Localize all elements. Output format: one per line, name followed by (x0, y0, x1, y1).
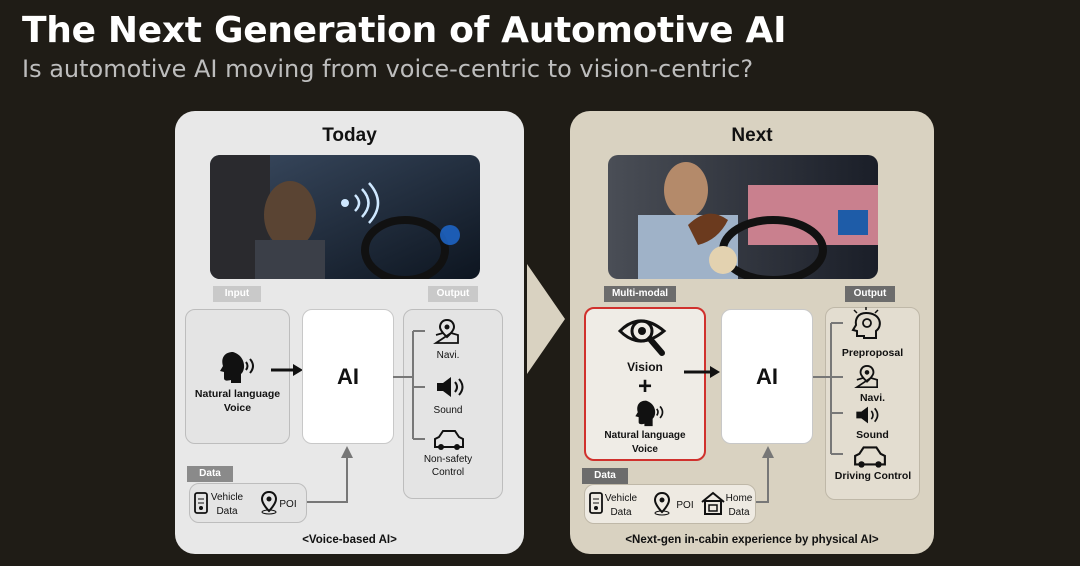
page-subtitle: Is automotive AI moving from voice-centr… (22, 55, 754, 83)
today-data-vehicle-1: Vehicle (210, 492, 244, 503)
next-output-driving-control: Driving Control (834, 470, 912, 482)
today-data-connector (307, 446, 353, 503)
poi-pin-icon (259, 491, 279, 515)
next-ai-box: AI (721, 309, 813, 444)
eye-magnifier-icon (618, 313, 674, 363)
next-plus: + (637, 373, 652, 400)
next-caption: <Next-gen in-cabin experience by physica… (625, 534, 879, 546)
idea-head-icon (850, 307, 888, 339)
chevron-right-icon (527, 264, 565, 374)
today-output-sound: Sound (433, 405, 463, 416)
today-output-tag: Output (428, 286, 478, 302)
today-input-label-1: Natural language (194, 388, 281, 400)
next-output-sound: Sound (856, 429, 889, 441)
next-vision-label: Vision (627, 360, 663, 374)
today-caption: <Voice-based AI> (302, 534, 397, 546)
next-data-home-2: Data (728, 507, 750, 518)
today-input-label-2: Voice (223, 402, 252, 414)
today-input-tag: Input (213, 286, 261, 302)
next-title: Next (731, 125, 773, 146)
car-icon (433, 429, 465, 451)
today-output-navi: Navi. (436, 350, 460, 361)
today-title: Today (322, 125, 377, 146)
next-data-connector (756, 446, 774, 503)
next-output-tag: Output (845, 286, 895, 302)
next-input-label-2: Voice (632, 444, 658, 455)
today-output-box (403, 309, 503, 499)
next-data-box (584, 484, 756, 524)
today-output-control: Control (431, 467, 465, 478)
next-data-home-1: Home (725, 493, 753, 504)
next-data-tag: Data (582, 468, 628, 484)
vehicle-data-icon (193, 491, 209, 515)
next-input-tag: Multi-modal (604, 286, 676, 302)
next-input-box: Vision + Natural language Voice (584, 307, 706, 461)
car-icon (853, 445, 887, 469)
today-data-box (189, 483, 307, 523)
today-input-box: Natural language Voice (185, 309, 290, 444)
today-photo (210, 155, 480, 279)
speaker-icon (435, 375, 467, 399)
today-output-connectors (393, 330, 425, 440)
next-output-box (825, 307, 920, 500)
next-data-vehicle-1: Vehicle (604, 493, 638, 504)
arrow-icon (271, 364, 303, 376)
next-output-navi: Navi. (859, 392, 886, 404)
next-ai-label: AI (756, 363, 778, 389)
next-output-connectors (813, 322, 843, 455)
poi-pin-icon (652, 492, 672, 516)
vehicle-data-icon (588, 491, 604, 515)
page-title: The Next Generation of Automotive AI (22, 10, 787, 51)
next-data-poi: POI (676, 500, 694, 511)
today-panel: Today Input Output Natural (175, 111, 524, 554)
next-output-preproposal: Preproposal (841, 347, 904, 359)
today-data-poi: POI (279, 499, 297, 510)
next-photo (608, 155, 878, 279)
next-data-vehicle-2: Data (610, 507, 632, 518)
speaking-head-icon (219, 350, 259, 384)
today-data-vehicle-2: Data (216, 506, 238, 517)
today-output-nonsafety: Non-safety (423, 454, 473, 465)
speaker-icon (854, 405, 882, 425)
speaking-head-icon (634, 399, 668, 427)
today-data-tag: Data (187, 466, 233, 482)
today-ai-label: AI (337, 363, 359, 389)
today-ai-box: AI (302, 309, 394, 444)
arrow-icon (684, 366, 720, 378)
map-pin-icon (854, 365, 880, 389)
next-input-label-1: Natural language (604, 430, 686, 441)
home-icon (700, 490, 726, 516)
map-pin-icon (433, 319, 461, 345)
next-panel: Next Multi-modal Output (570, 111, 934, 554)
